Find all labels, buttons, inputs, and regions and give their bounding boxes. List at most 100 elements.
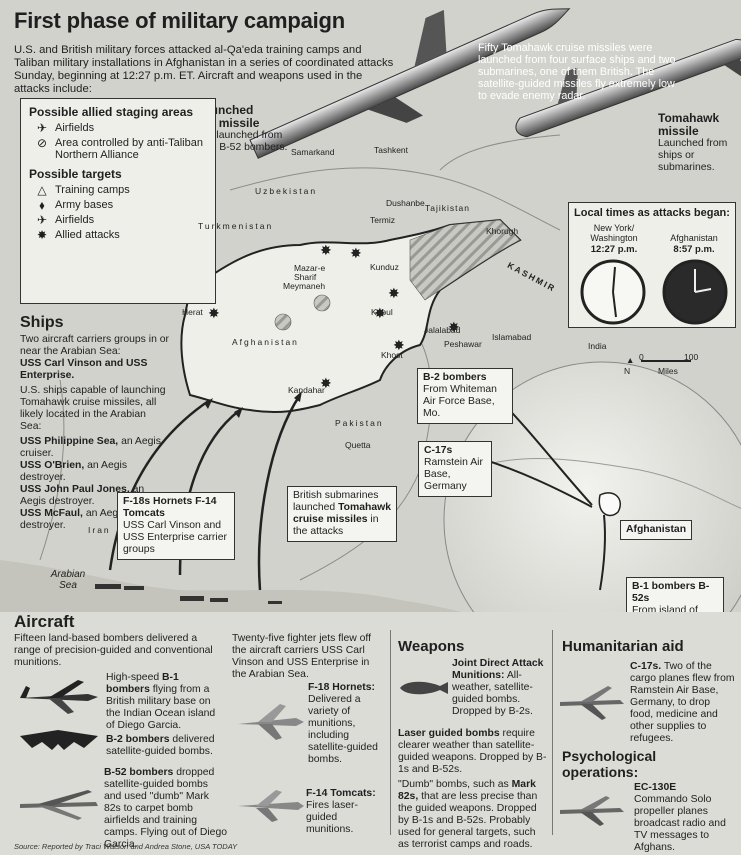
b2-desc: delivered satellite-guided bombs. (106, 734, 215, 757)
divider-right (552, 630, 553, 835)
b1-pre: High-speed (106, 672, 160, 683)
b1-bold: B-1 bombers (106, 672, 179, 695)
b52-text: B-52 bombers dropped satellite-guided bo… (104, 767, 228, 851)
ec130e-icon (560, 796, 624, 826)
jdam-bold: Joint Direct Attack Munitions: (452, 658, 544, 681)
label-tajikistan: Tajikistan (425, 203, 470, 213)
label-kunduz: Kunduz (370, 262, 399, 272)
tomahawk-missile-label: Tomahawk missile Launched from ships or … (658, 112, 738, 174)
c17-cargo-icon (560, 686, 624, 720)
ships-heading: Ships (20, 314, 64, 331)
humanitarian-heading: Humanitarian aid (562, 638, 684, 655)
weapons-heading: Weapons (398, 638, 465, 655)
label-dushanbe: Dushanbe (386, 198, 425, 208)
legend-allied-attacks: Allied attacks (55, 229, 120, 241)
jdam-bomb-icon (400, 681, 448, 695)
b2-bold: B-2 bombers (106, 734, 170, 745)
f14-text: F-14 Tomcats: Fires laser-guided munitio… (306, 788, 386, 836)
laser-desc: require clearer weather than satellite-g… (398, 728, 547, 775)
tomahawk-note: Fifty Tomahawk cruise missiles were laun… (478, 42, 676, 102)
af-clock-icon (662, 259, 728, 325)
svg-text:✸: ✸ (208, 306, 220, 322)
af-label: Afghanistan (670, 233, 718, 243)
label-india: India (588, 341, 607, 351)
training-camp-icon: △ (37, 183, 47, 197)
b2-text: B-2 bombers delivered satellite-guided b… (106, 734, 224, 758)
legend-staging-heading: Possible allied staging areas (29, 105, 194, 119)
striped-area-icon: ⊘ (36, 136, 48, 150)
jdam-text: Joint Direct Attack Munitions: All-weath… (452, 658, 550, 718)
divider-left (390, 630, 391, 835)
army-base-icon: ⬧ (39, 198, 45, 212)
ship-1-name: USS Philippine Sea, (20, 436, 119, 447)
svg-text:✸: ✸ (374, 306, 386, 322)
sub-callout-bold: Tomahawk cruise missiles (293, 502, 392, 525)
label-kandahar: Kandahar (288, 385, 325, 395)
dumb-bold: Mark 82s, (398, 779, 536, 802)
legend-targets-heading: Possible targets (29, 167, 122, 181)
label-meymaneh: Meymaneh (283, 281, 326, 291)
label-mazar: Mazar-e Sharif (294, 263, 326, 282)
c17-aid-bold: C-17s. (630, 661, 662, 672)
b1-callout-heading: B-1 bombers B-52s (632, 581, 710, 604)
svg-text:✸: ✸ (448, 320, 460, 336)
f18-text: F-18 Hornets: Delivered a variety of mun… (308, 682, 386, 766)
c17-callout-heading: C-17s (424, 445, 453, 456)
c17-callout: C-17s Ramstein Air Base, Germany (418, 441, 492, 497)
sub-callout-text1: British submarines launched (293, 490, 379, 513)
f18-desc: Delivered a variety of munitions, includ… (308, 694, 378, 765)
legend-army-bases: Army bases (55, 199, 114, 211)
f14-tomcat-icon (238, 790, 304, 822)
lower-panel (0, 612, 741, 855)
label-peshawar: Peshawar (444, 339, 482, 349)
f14-bold: F-14 Tomcats: (306, 788, 376, 799)
label-arabian-sea: Arabian Sea (50, 569, 86, 591)
ec130e-bold: EC-130E (634, 782, 677, 793)
label-quetta: Quetta (345, 440, 371, 450)
af-time: 8:57 p.m. (673, 244, 715, 255)
jdam-desc: All-weather, satellite-guided bombs. Dro… (452, 670, 533, 717)
air-missile-text: Can be launched from B-1 and B-52 bomber… (180, 130, 288, 153)
b2-callout-heading: B-2 bombers (423, 372, 487, 383)
c17-aid-desc: Two of the cargo planes flew from Ramste… (630, 661, 735, 744)
fighter-callout-heading: F-18s Hornets F-14 Tomcats (123, 496, 217, 519)
submarine-callout: British submarines launched Tomahawk cru… (287, 486, 397, 542)
afghanistan-globe-callout: Afghanistan (620, 520, 693, 540)
ship-3-name: USS John Paul Jones, (20, 484, 130, 495)
legend-training-camps: Training camps (55, 184, 130, 196)
b2-bomber-icon (20, 730, 98, 750)
source-credit: Source: Reported by Traci Watson and And… (14, 842, 238, 851)
label-uzbekistan: Uzbekistan (255, 186, 318, 196)
label-pakistan: Pakistan (335, 418, 384, 428)
b1-bomber-icon (20, 680, 98, 714)
dumb-pre: "Dumb" bombs, such as (398, 779, 509, 790)
svg-text:✸: ✸ (388, 286, 400, 302)
label-iran: Iran (88, 525, 111, 535)
ships-carriers: USS Carl Vinson and USS Enterprise. (20, 358, 148, 381)
label-kabul: Kabul (371, 307, 393, 317)
f14-desc: Fires laser-guided munitions. (306, 800, 358, 835)
dumb-desc: that are less precise than the guided we… (398, 791, 538, 850)
label-samarkand: Samarkand (291, 147, 335, 157)
tomahawk-missile-heading: Tomahawk missile (658, 111, 720, 138)
b52-bomber-icon (20, 790, 98, 820)
local-times-heading: Local times as attacks began: (574, 207, 730, 219)
b52-bold: B-52 bombers (104, 767, 174, 778)
label-jalalabad: Jalalabad (424, 325, 461, 335)
ship-4-type: an Aegis destroyer. (20, 508, 126, 531)
f18-hornet-icon (238, 704, 304, 740)
b2-callout: B-2 bombers From Whiteman Air Force Base… (417, 368, 513, 424)
ny-time: 12:27 p.m. (590, 244, 638, 255)
legend-airfields: Airfields (55, 122, 95, 134)
ship-2-name: USS O'Brien, (20, 460, 85, 471)
ship-2-type: an Aegis destroyer. (20, 460, 128, 483)
label-khorugh: Khorugh (486, 226, 519, 236)
ships-p2: U.S. ships capable of launching Tomahawk… (20, 385, 166, 432)
local-times-box: Local times as attacks began: New York/ … (568, 202, 736, 328)
map-legend: Possible allied staging areas ✈Airfields… (20, 98, 216, 304)
ships-p1: Two aircraft carriers groups in or near … (20, 334, 169, 357)
b1-text: High-speed B-1 bombers flying from a Bri… (106, 672, 224, 732)
label-termiz: Termiz (370, 215, 396, 225)
